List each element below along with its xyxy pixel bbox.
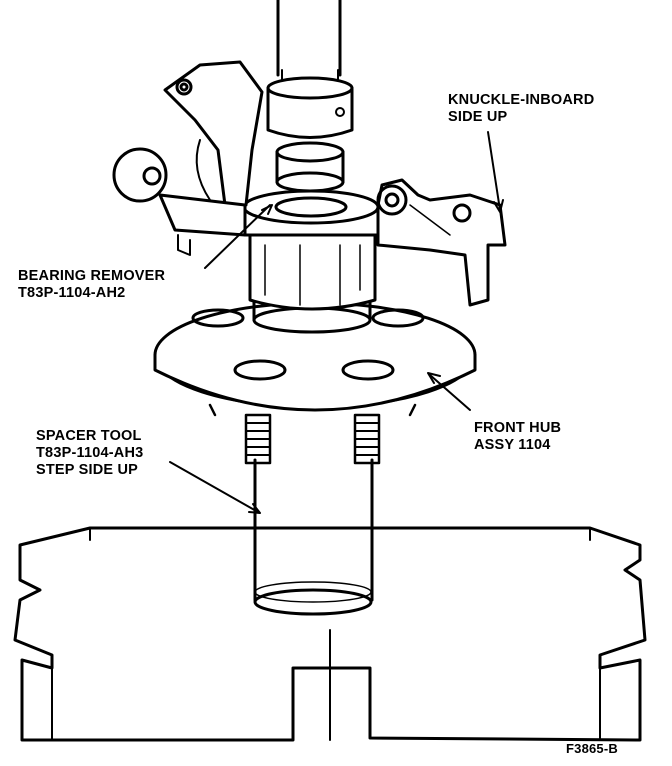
front-hub-flange xyxy=(153,301,477,417)
front-hub-label-line-2: ASSY 1104 xyxy=(474,437,551,453)
bearing-remover-label-line-1: BEARING REMOVER xyxy=(18,268,166,284)
press-base xyxy=(13,526,647,742)
spacer-tool-label-line-1: SPACER TOOL xyxy=(36,428,142,444)
spacer-tool-label: SPACER TOOL T83P-1104-AH3 STEP SIDE UP xyxy=(36,428,143,479)
bearing-remover-label: BEARING REMOVER T83P-1104-AH2 xyxy=(18,268,165,302)
spacer-tool xyxy=(253,458,374,616)
press-ram xyxy=(266,0,354,139)
bearing-remover-label-line-2: T83P-1104-AH2 xyxy=(18,285,126,301)
spacer-tool-label-line-3: STEP SIDE UP xyxy=(36,462,139,478)
spacer-tool-label-line-2: T83P-1104-AH3 xyxy=(36,445,144,461)
wheel-studs xyxy=(244,413,381,465)
figure-id: F3865-B xyxy=(566,741,618,756)
front-hub-label: FRONT HUB ASSY 1104 xyxy=(474,420,561,454)
front-hub-label-line-1: FRONT HUB xyxy=(474,420,562,436)
knuckle-label-line-1: KNUCKLE-INBOARD xyxy=(448,92,595,108)
bearing-remover xyxy=(275,141,345,193)
leader-lines xyxy=(169,131,504,514)
steering-knuckle xyxy=(112,60,507,311)
knuckle-label: KNUCKLE-INBOARD SIDE UP xyxy=(448,92,594,126)
knuckle-label-line-2: SIDE UP xyxy=(448,109,508,125)
